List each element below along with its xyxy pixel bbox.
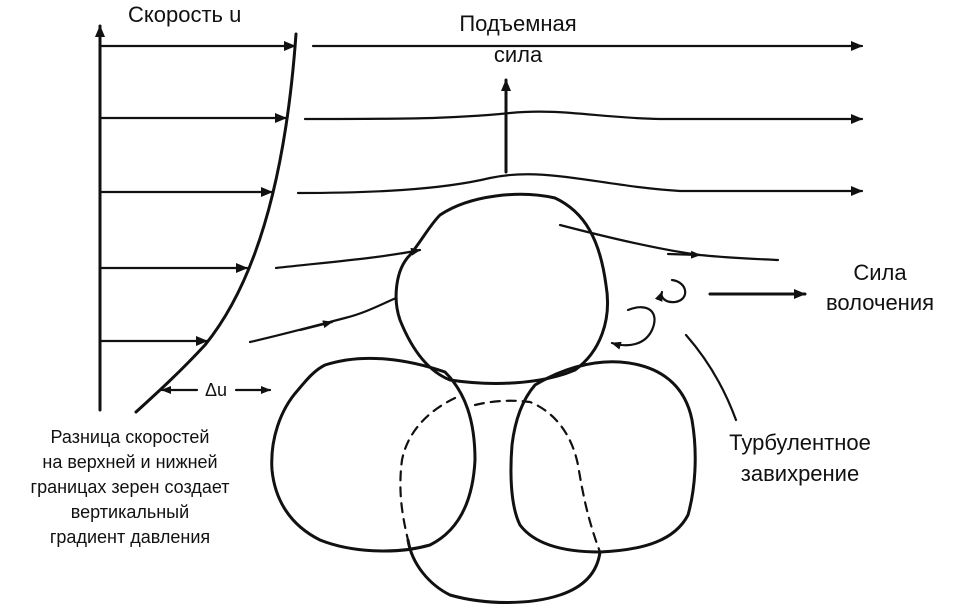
grain-bottom-outline bbox=[406, 538, 602, 604]
grain-top bbox=[394, 192, 610, 385]
gradient-label-line3: границах зерен создает bbox=[31, 477, 230, 497]
turbulence-label-line2: завихрение bbox=[741, 461, 859, 486]
grain-lower-right bbox=[509, 360, 697, 554]
streamline-5-arrow bbox=[298, 320, 334, 332]
streamline-5 bbox=[248, 296, 398, 344]
velocity-profile-arrows bbox=[98, 41, 297, 346]
gradient-label-line5: градиент давления bbox=[50, 527, 210, 547]
turbulent-eddies bbox=[610, 278, 738, 422]
streamline-3 bbox=[296, 173, 864, 196]
lift-label-line2: сила bbox=[494, 42, 543, 67]
eddy-1 bbox=[654, 278, 687, 304]
grain-lower-left bbox=[270, 356, 477, 553]
drag-label-line2: волочения bbox=[826, 290, 934, 315]
drag-label-line1: Сила bbox=[853, 260, 907, 285]
delta-u-label: Δu bbox=[205, 380, 227, 400]
streamline-2 bbox=[303, 110, 864, 124]
streamline-4-inflow bbox=[274, 247, 422, 270]
eddy-2 bbox=[610, 306, 656, 350]
grain-bottom-hidden-right bbox=[473, 399, 602, 554]
gradient-label-line2: на верхней и нижней bbox=[42, 452, 217, 472]
lift-label-line1: Подъемная bbox=[459, 11, 576, 36]
turbulence-label-line1: Турбулентное bbox=[729, 430, 871, 455]
eddy-wake-line bbox=[684, 333, 738, 422]
velocity-profile-curve bbox=[134, 32, 298, 414]
gradient-label-line1: Разница скоростей bbox=[50, 427, 209, 447]
velocity-label: Скорость u bbox=[128, 2, 241, 27]
grain-bottom-hidden-left bbox=[399, 396, 457, 542]
streamline-4-arrow bbox=[666, 250, 702, 259]
streamlines bbox=[248, 41, 864, 344]
gradient-label-line4: вертикальный bbox=[71, 502, 189, 522]
